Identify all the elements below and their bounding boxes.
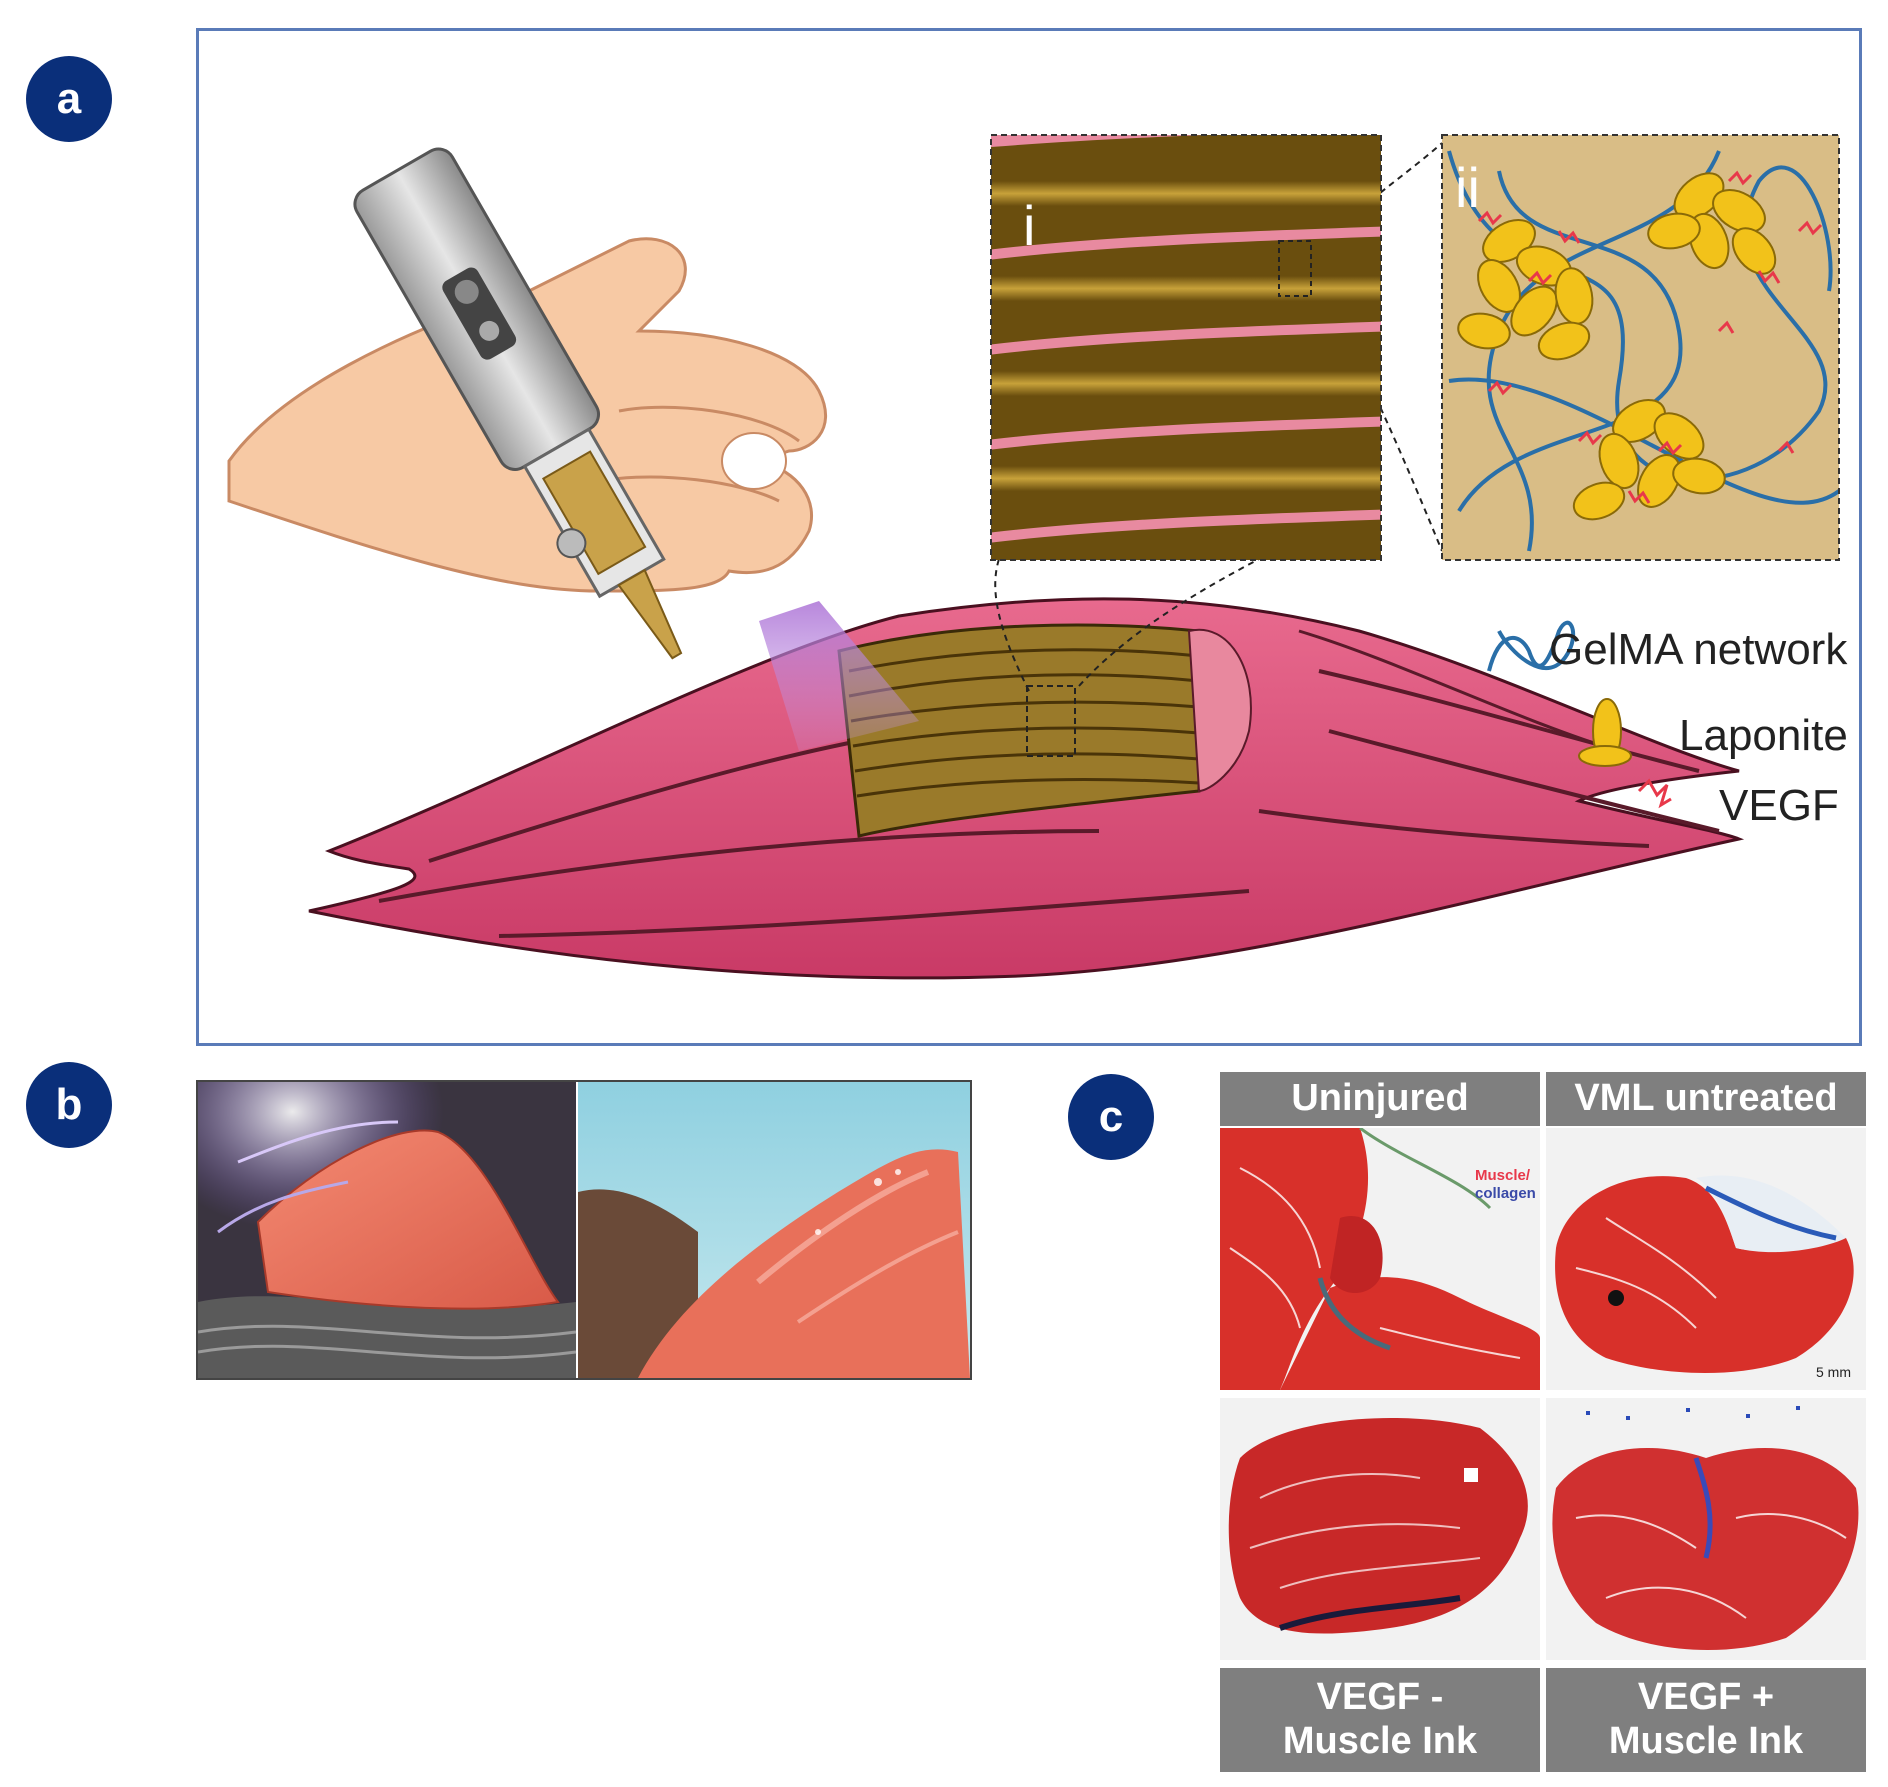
zoom-line bbox=[994, 558, 1030, 692]
inset-i-fibers bbox=[991, 135, 1381, 560]
bioprinted-tissue-photos bbox=[198, 1082, 970, 1378]
photo-right bbox=[578, 1082, 970, 1378]
stain-muscle-label: Muscle/ bbox=[1475, 1167, 1531, 1184]
stain-collagen-label: collagen bbox=[1475, 1185, 1536, 1202]
vegf-molecules bbox=[1477, 170, 1823, 504]
inset-ii-network bbox=[1442, 135, 1839, 560]
uv-light-beam bbox=[759, 601, 919, 751]
panel-c-badge: c bbox=[1068, 1074, 1154, 1160]
laponite-cluster bbox=[1647, 172, 1777, 275]
laponite-cluster bbox=[1572, 399, 1726, 521]
legend-laponite-label: Laponite bbox=[1679, 711, 1848, 760]
scale-bar-label: 5 mm bbox=[1816, 1364, 1851, 1380]
laponite-cluster bbox=[1457, 219, 1594, 361]
label-vegf-plus: VEGF + Muscle Ink bbox=[1546, 1668, 1866, 1772]
panel-a-schematic: i ii GelMA network Laponite VEGF bbox=[196, 28, 1862, 1046]
vegf-icon bbox=[1637, 778, 1672, 809]
legend-gelma-label: GelMA network bbox=[1549, 625, 1848, 674]
inset-i-label: i bbox=[1023, 194, 1036, 257]
legend-vegf-label: VEGF bbox=[1719, 781, 1839, 830]
histology-vegf-plus bbox=[1546, 1398, 1866, 1660]
histology-vegf-minus bbox=[1220, 1398, 1540, 1660]
printed-scaffold bbox=[837, 623, 1252, 838]
histology-uninjured bbox=[1220, 1128, 1540, 1390]
zoom-line bbox=[1078, 558, 1260, 687]
handheld-bioprinter bbox=[353, 147, 683, 660]
panel-c-histology: Uninjured VML untreated Muscle/ collagen… bbox=[1220, 1072, 1866, 1772]
label-vml-untreated: VML untreated bbox=[1546, 1072, 1866, 1126]
panel-b-badge: b bbox=[26, 1062, 112, 1148]
inset-ii-label: ii bbox=[1455, 156, 1480, 219]
schematic-illustration bbox=[227, 134, 1840, 980]
panel-a-badge: a bbox=[26, 56, 112, 142]
laponite-icon bbox=[1578, 698, 1632, 767]
panel-b-photos bbox=[196, 1080, 972, 1380]
label-uninjured: Uninjured bbox=[1220, 1072, 1540, 1126]
photo-left bbox=[198, 1082, 577, 1378]
gelma-network-icon bbox=[1487, 620, 1576, 672]
label-vegf-minus: VEGF - Muscle Ink bbox=[1220, 1668, 1540, 1772]
histology-vml-untreated bbox=[1546, 1128, 1866, 1390]
